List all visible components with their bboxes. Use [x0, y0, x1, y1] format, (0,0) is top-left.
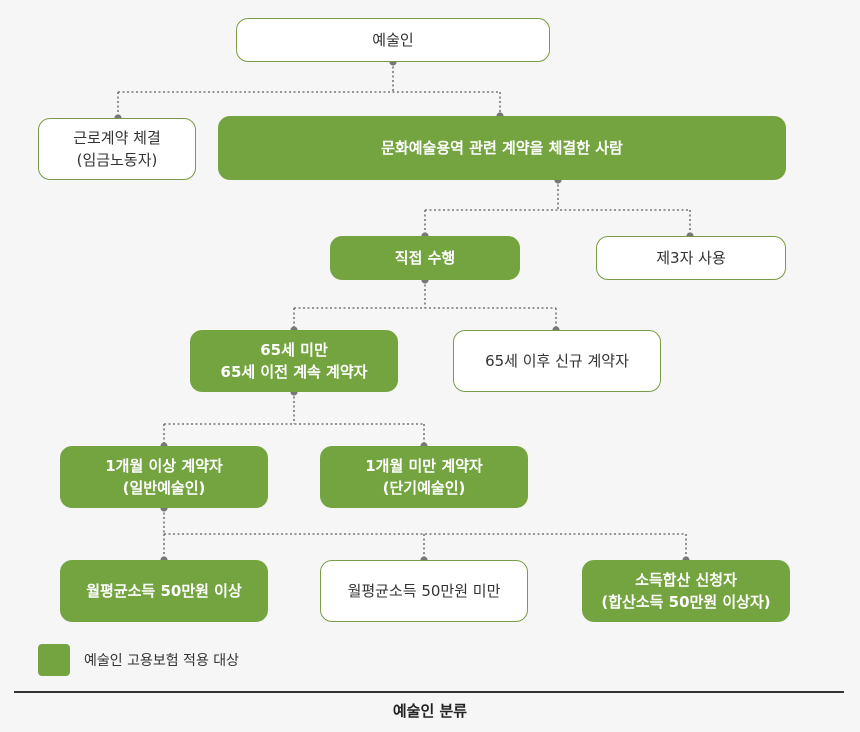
node-labor-contract: 근로계약 체결 (임금노동자): [38, 118, 196, 180]
node-month-plus: 1개월 이상 계약자 (일반예술인): [60, 446, 268, 508]
legend: 예술인 고용보험 적용 대상: [38, 644, 239, 676]
node-text: 1개월 이상 계약자: [105, 457, 223, 475]
node-month-less: 1개월 미만 계약자 (단기예술인): [320, 446, 528, 508]
figure-caption: 예술인 분류: [392, 702, 468, 720]
caption-rule: [14, 691, 844, 693]
node-text: (임금노동자): [76, 151, 158, 169]
node-combined-income: 소득합산 신청자 (합산소득 50만원 이상자): [582, 560, 790, 622]
node-income-50-less: 월평균소득 50만원 미만: [320, 560, 528, 622]
node-text: (일반예술인): [122, 479, 206, 497]
node-text: 월평균소득 50만원 이상: [86, 582, 242, 600]
node-text: 문화예술용역 관련 계약을 체결한 사람: [381, 139, 623, 157]
node-artist: 예술인: [236, 18, 550, 62]
node-text: 근로계약 체결: [73, 129, 161, 147]
node-text: (합산소득 50만원 이상자): [601, 593, 771, 611]
node-text: 65세 이전 계속 계약자: [220, 363, 368, 381]
node-text: 월평균소득 50만원 미만: [347, 582, 501, 600]
legend-label: 예술인 고용보험 적용 대상: [84, 653, 240, 669]
node-income-50-plus: 월평균소득 50만원 이상: [60, 560, 268, 622]
node-text: (단기예술인): [382, 479, 466, 497]
node-direct-performance: 직접 수행: [330, 236, 520, 280]
node-culture-contract: 문화예술용역 관련 계약을 체결한 사람: [218, 116, 786, 180]
node-text: 1개월 미만 계약자: [365, 457, 483, 475]
node-text: 예술인: [372, 31, 414, 49]
legend-swatch: [38, 644, 70, 676]
node-under-65: 65세 미만 65세 이전 계속 계약자: [190, 330, 398, 392]
node-text: 제3자 사용: [656, 249, 726, 267]
node-third-party: 제3자 사용: [596, 236, 786, 280]
node-text: 소득합산 신청자: [635, 571, 737, 589]
node-over-65-new: 65세 이후 신규 계약자: [453, 330, 661, 392]
node-text: 직접 수행: [394, 249, 456, 267]
node-text: 65세 미만: [260, 341, 328, 359]
node-text: 65세 이후 신규 계약자: [485, 352, 629, 370]
